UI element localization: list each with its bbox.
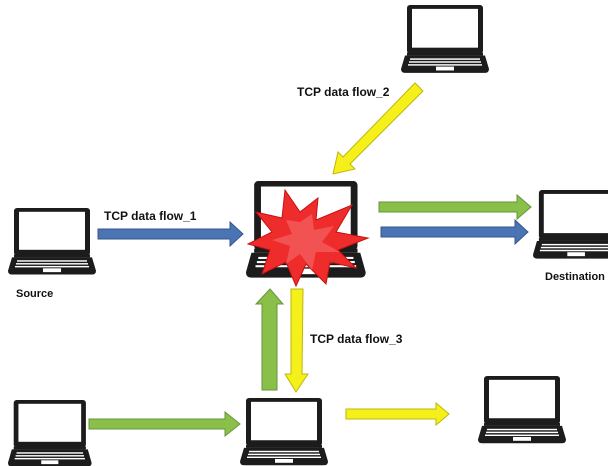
flow-2-arrow-middle-to-bottom-right [345,401,450,427]
laptop-bottom-middle-icon [240,398,328,466]
flow-3-arrow-bottom-to-center [254,288,285,391]
flow-2-arrow-top-to-center [332,82,424,175]
source-laptop-icon [8,208,96,275]
flow-1-label: TCP data flow_1 [104,209,197,223]
laptop-bottom-left-icon [8,400,92,466]
source-label: Source [16,288,53,300]
laptop-bottom-right-icon [478,376,566,444]
flow-3-arrow-center-to-destination [378,193,532,221]
laptop-top-icon [401,5,489,73]
flow-1-arrow-source-to-center [97,220,244,248]
destination-laptop-icon [533,190,608,259]
destination-label: Destination [545,271,605,283]
flow-3-label: TCP data flow_3 [310,332,403,346]
explosion-burst-icon [246,188,370,288]
flow-1-arrow-center-to-destination [380,218,529,246]
flow-2-label: TCP data flow_2 [297,85,390,99]
flow-2-arrow-center-to-bottom [284,288,309,393]
flow-3-arrow-bottom-left-to-middle [88,410,241,438]
